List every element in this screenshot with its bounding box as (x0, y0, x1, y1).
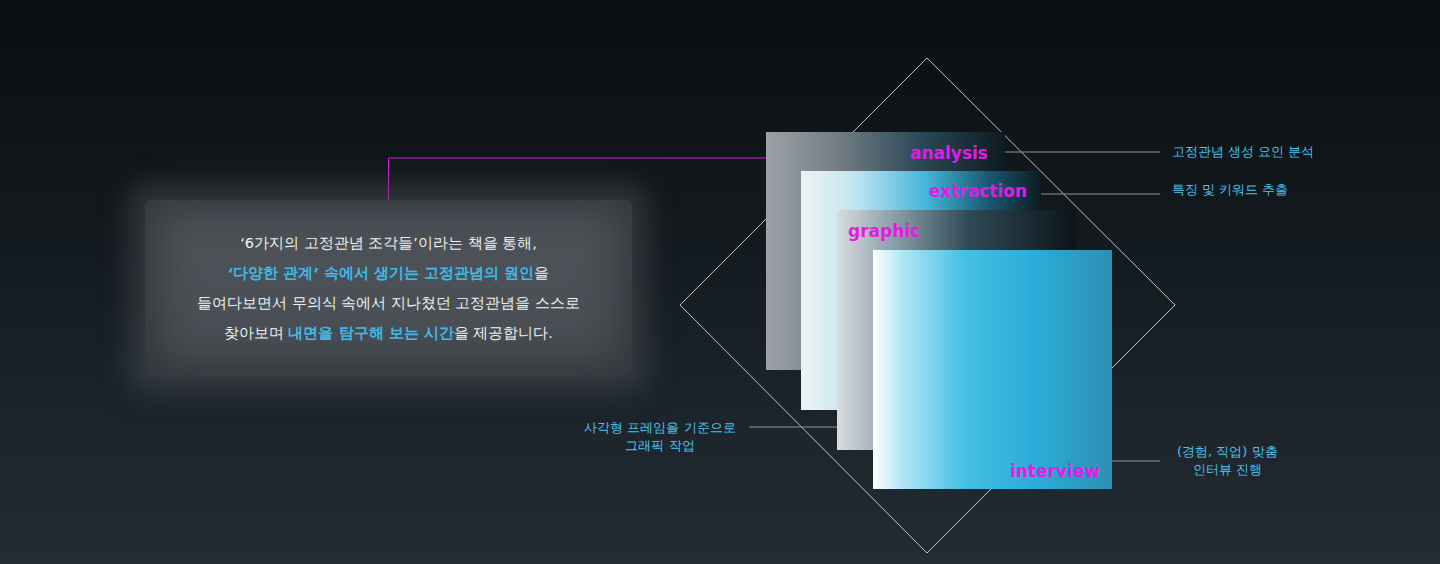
body-text: ‘6가지의 고정관념 조각들’이라는 책을 통해, (240, 235, 537, 251)
square-label: analysis (910, 143, 988, 163)
highlight-text: ‘다양한 관계’ 속에서 생기는 고정관념의 원인 (228, 265, 534, 281)
callout-text: 고정관념 생성 요인 분석 (1172, 143, 1314, 161)
body-text: 을 제공합니다. (454, 325, 553, 341)
diamond-frame (680, 58, 1175, 553)
body-text: 찾아보며 (224, 325, 284, 341)
callout-text: 사각형 프레임을 기준으로 그래픽 작업 (579, 419, 742, 455)
body-text: 들여다보면서 무의식 속에서 지나쳤던 고정관념을 스스로 (197, 295, 580, 311)
body-text: 을 (534, 265, 549, 281)
square-label: graphic (848, 221, 920, 241)
callout-text: 특징 및 키워드 추출 (1172, 181, 1288, 199)
square-label: extraction (929, 181, 1027, 201)
intro-panel: ‘6가지의 고정관념 조각들’이라는 책을 통해, ‘다양한 관계’ 속에서 생기… (145, 200, 632, 376)
interview-square: interview (873, 250, 1112, 489)
callout-text: (경험, 직업) 맞춤 인터뷰 진행 (1172, 443, 1283, 479)
leader-line (1041, 194, 1160, 195)
leader-line (749, 427, 837, 428)
connector-line (389, 158, 767, 200)
leader-line (1112, 461, 1160, 462)
leader-line (1005, 152, 1160, 153)
square-label: interview (1010, 461, 1100, 481)
highlight-text: 내면을 탐구해 보는 시간 (288, 325, 453, 341)
